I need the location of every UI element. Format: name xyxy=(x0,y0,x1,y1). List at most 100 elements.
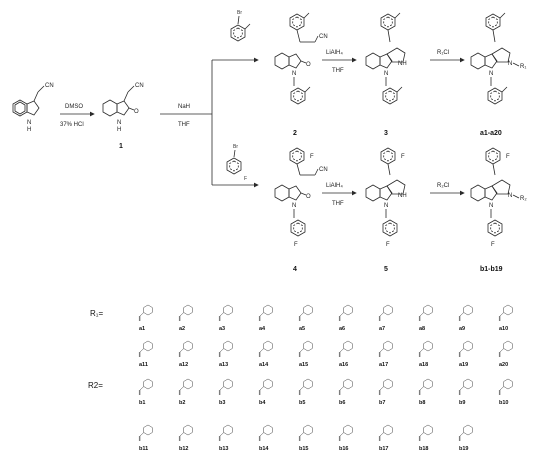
r2-fragment-b17: b17 xyxy=(378,424,393,452)
r2-label-b: R₂ xyxy=(520,196,527,202)
r2-fragment-ring xyxy=(498,378,513,396)
br-label-top: Br xyxy=(237,10,242,16)
indole-3-acetonitrile: CN N H xyxy=(12,83,54,133)
compound-1: CN O N H 1 xyxy=(102,83,144,150)
f-label-bb: F xyxy=(491,242,495,248)
r2-fragment-b6: b6 xyxy=(338,378,353,406)
n-label-5: N xyxy=(384,203,388,209)
r1-equals-label: R₁= xyxy=(90,309,103,318)
r2-fragment-ring xyxy=(218,424,233,442)
r2-fragment-label: b3 xyxy=(219,400,225,406)
f-label-ba: F xyxy=(506,154,510,160)
r2-fragment-label: b4 xyxy=(259,400,266,406)
r1-fragment-ring xyxy=(458,304,473,322)
reagent-lialh4-b: LiAlH₄ xyxy=(326,183,343,189)
nh-n-label: N xyxy=(27,120,31,126)
r1-fragment-a8: a8 xyxy=(418,304,433,332)
nh-label-3: NH xyxy=(398,61,407,67)
r2-fragment-label: b7 xyxy=(379,400,385,406)
r1-fragment-label: a2 xyxy=(179,326,185,332)
r1-fragment-ring xyxy=(458,340,473,358)
r1-fragment-a19: a19 xyxy=(458,340,473,368)
r2-fragment-label: b19 xyxy=(459,446,468,452)
r1-fragment-ring xyxy=(138,340,153,358)
n-label-a: N xyxy=(508,61,512,67)
r2-fragment-b12: b12 xyxy=(178,424,193,452)
cn-label: CN xyxy=(45,83,54,89)
compound-2: CN O N 2 xyxy=(274,12,328,137)
r2-fragment-label: b16 xyxy=(339,446,348,452)
r1-fragment-label: a7 xyxy=(379,326,385,332)
n-label-1: N xyxy=(117,120,121,126)
r1-fragment-a20: a20 xyxy=(498,340,513,368)
r2-fragment-b18: b18 xyxy=(418,424,433,452)
compound-a-series: N R₁ N a1-a20 xyxy=(470,12,526,137)
r2-fragment-ring xyxy=(418,424,433,442)
r2-fragment-label: b12 xyxy=(179,446,188,452)
nh-label-5: NH xyxy=(398,193,407,199)
r2-fragment-b8: b8 xyxy=(418,378,433,406)
r1-fragment-label: a12 xyxy=(179,362,188,368)
reaction-arrow-3a: LiAlH₄ THF xyxy=(322,50,357,74)
r1-fragment-label: a1 xyxy=(139,326,145,332)
r1-fragment-label: a4 xyxy=(259,326,266,332)
r1-fragment-ring xyxy=(338,304,353,322)
cn-label-1: CN xyxy=(135,83,144,89)
r1-fragment-a6: a6 xyxy=(338,304,353,332)
reaction-arrow-4a: R₁Cl xyxy=(430,50,465,63)
r1-fragment-ring xyxy=(378,340,393,358)
r1-fragment-ring xyxy=(258,340,273,358)
r2-equals-label: R2= xyxy=(88,381,103,390)
r2-fragment-b15: b15 xyxy=(298,424,313,452)
r2-fragment-label: b8 xyxy=(419,400,425,406)
r1-fragment-label: a6 xyxy=(339,326,345,332)
r2-fragment-ring xyxy=(418,378,433,396)
reaction-arrow-1: DMSO 37% HCl xyxy=(60,104,95,128)
r1-fragment-a16: a16 xyxy=(338,340,353,368)
r1-fragment-label: a5 xyxy=(299,326,305,332)
r1-fragment-label: a15 xyxy=(299,362,308,368)
compound-b-series: F N R₂ N F b1-b19 xyxy=(470,147,527,273)
r1-fragment-ring xyxy=(298,304,313,322)
r1-fragment-ring xyxy=(338,340,353,358)
r2-fragment-ring xyxy=(338,378,353,396)
r1-fragment-label: a13 xyxy=(219,362,228,368)
f-label-reagent: F xyxy=(244,176,247,182)
r2-fragment-b13: b13 xyxy=(218,424,233,452)
compound-4: F CN O N F 4 xyxy=(274,147,328,273)
reagent-thf-1: THF xyxy=(178,122,190,128)
r2-fragment-ring xyxy=(218,378,233,396)
r2-fragment-b3: b3 xyxy=(218,378,233,406)
r2-fragment-label: b13 xyxy=(219,446,228,452)
r1-fragment-label: a20 xyxy=(499,362,508,368)
r2-fragment-b9: b9 xyxy=(458,378,473,406)
r1-fragment-ring xyxy=(138,304,153,322)
r1-fragment-label: a19 xyxy=(459,362,468,368)
r2-fragment-ring xyxy=(178,424,193,442)
reagent-dmso: DMSO xyxy=(65,104,83,110)
r2-fragment-label: b6 xyxy=(339,400,345,406)
r2-fragment-ring xyxy=(458,424,473,442)
reagent-nah: NaH xyxy=(178,104,190,110)
r1-label-a: R₁ xyxy=(520,64,526,70)
reagent-hcl: 37% HCl xyxy=(60,122,84,128)
r1-fragment-a12: a12 xyxy=(178,340,193,368)
r2-fragment-label: b11 xyxy=(139,446,148,452)
r1-fragment-a13: a13 xyxy=(218,340,233,368)
compound-3: NH N 3 xyxy=(365,12,407,137)
r1-fragment-ring xyxy=(178,340,193,358)
r1-fragment-ring xyxy=(178,304,193,322)
r1-fragment-label: a8 xyxy=(419,326,425,332)
r2-fragment-b4: b4 xyxy=(258,378,273,406)
r1-fragment-label: a18 xyxy=(419,362,428,368)
r2-fragment-b19: b19 xyxy=(458,424,473,452)
r1-fragment-label: a10 xyxy=(499,326,508,332)
compound-3-label: 3 xyxy=(384,130,388,137)
f-label-4a: F xyxy=(310,154,314,160)
compound-5-label: 5 xyxy=(384,266,388,273)
r1-fragment-ring xyxy=(298,340,313,358)
